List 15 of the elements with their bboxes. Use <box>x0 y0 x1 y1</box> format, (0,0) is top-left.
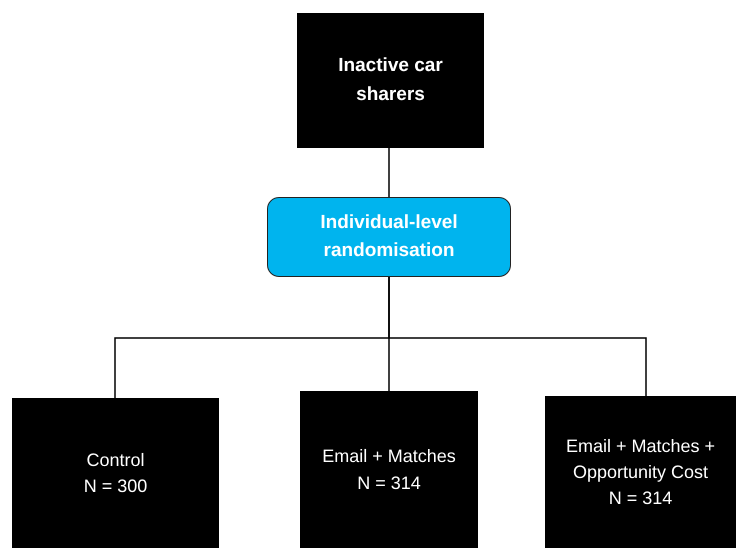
treatment-arm-box <box>12 398 219 548</box>
node-label: Inactive car sharers <box>337 54 444 106</box>
sample-size-label: N = 300 <box>84 475 148 498</box>
connector-line <box>388 148 390 197</box>
sample-size-label: N = 314 <box>608 487 672 510</box>
treatment-arm-box <box>300 391 478 548</box>
sample-size-label: N = 314 <box>357 472 421 494</box>
node-label: Individual-level randomisation <box>319 210 459 263</box>
node-label: Control <box>86 448 145 472</box>
randomisation-box <box>267 197 511 277</box>
node-label: Email + Matches <box>322 445 456 468</box>
node-label: Email + Matches + Opportunity Cost <box>564 434 716 484</box>
population-box <box>297 13 484 148</box>
treatment-arm-box <box>545 396 736 548</box>
connector-line <box>388 277 647 396</box>
